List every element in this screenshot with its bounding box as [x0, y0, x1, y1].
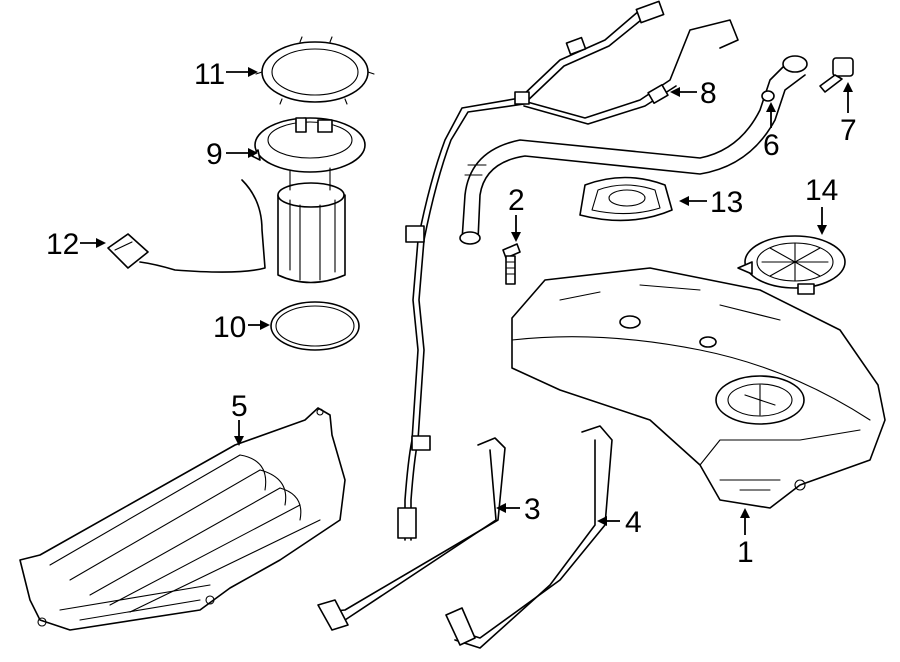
gasket-part — [579, 176, 673, 222]
filler-pipe-part — [459, 55, 808, 245]
callout-2: 2 — [508, 184, 525, 217]
vent-hose-part — [397, 0, 739, 541]
fuel-tank-part — [511, 267, 886, 509]
callout-12: 12 — [46, 228, 79, 261]
fuel-pump-module-part — [251, 117, 366, 284]
bolt-7-part — [819, 57, 854, 93]
callout-8: 8 — [700, 77, 717, 110]
lock-ring-part — [255, 36, 375, 105]
tank-strap-3-part — [317, 437, 506, 631]
callout-1: 1 — [737, 536, 754, 569]
bolt-2-part — [502, 243, 521, 285]
callout-13: 13 — [710, 186, 743, 219]
callout-14: 14 — [805, 174, 838, 207]
callout-9: 9 — [206, 138, 223, 171]
callout-7: 7 — [840, 114, 857, 147]
callout-3: 3 — [524, 493, 541, 526]
callout-4: 4 — [625, 506, 642, 539]
callout-10: 10 — [213, 311, 246, 344]
callout-arrows — [80, 67, 853, 535]
cover-plate-part — [737, 235, 846, 295]
pump-seal-part — [270, 301, 360, 351]
fuel-level-sender-part — [107, 179, 266, 273]
callout-11: 11 — [194, 58, 225, 91]
callout-6: 6 — [763, 129, 780, 162]
heat-shield-part — [19, 407, 346, 631]
callout-5: 5 — [231, 390, 248, 423]
